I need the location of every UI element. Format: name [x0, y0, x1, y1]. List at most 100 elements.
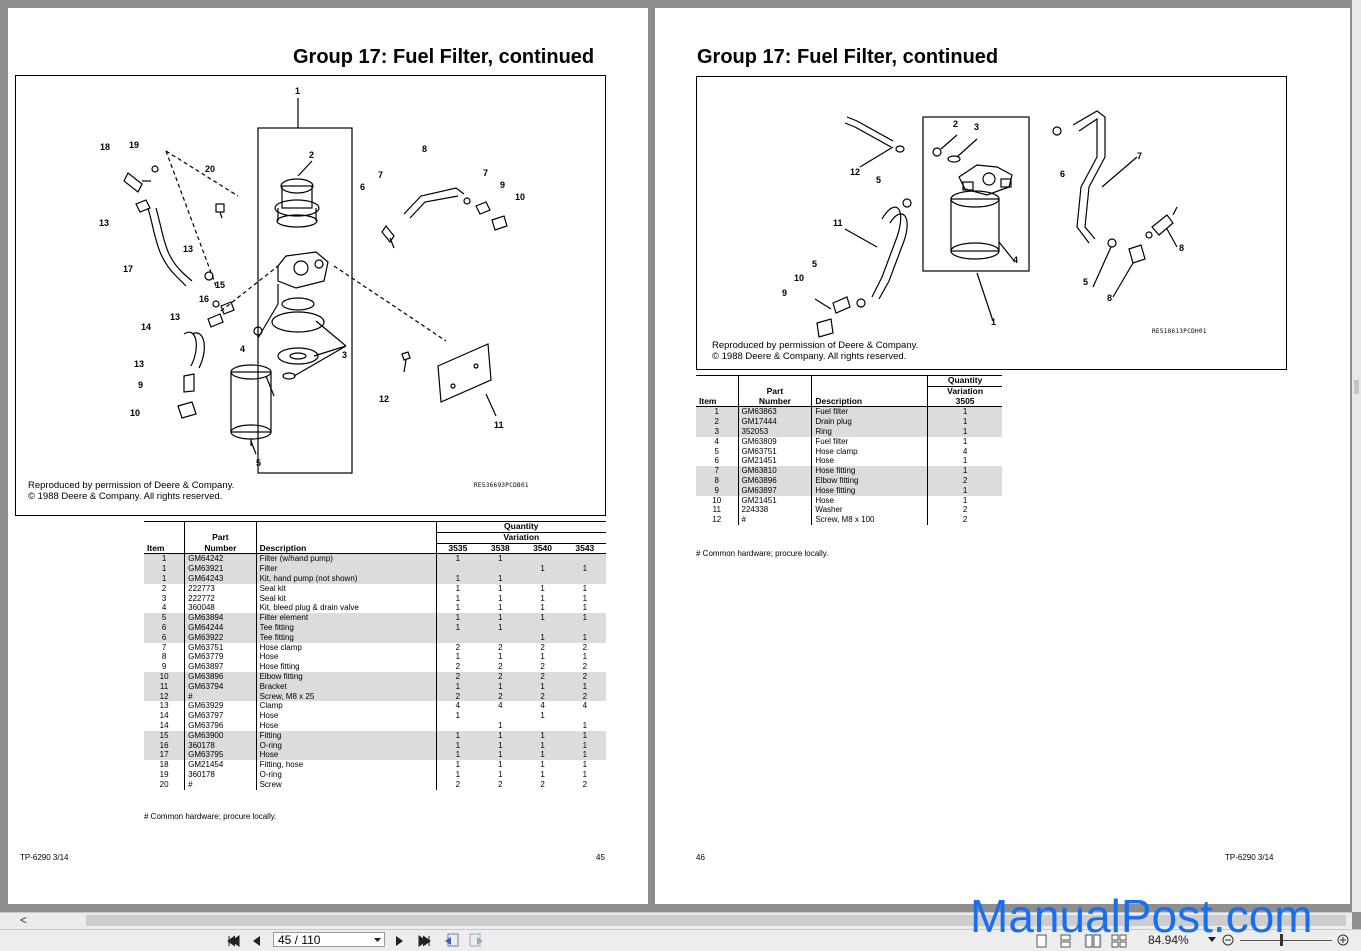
quantity-cell: 1	[521, 681, 564, 692]
item-cell: 5	[696, 446, 739, 457]
description-cell: Hose clamp	[811, 446, 929, 457]
part-number-cell: GM63922	[184, 632, 257, 643]
description-cell: Tee fitting	[256, 632, 437, 643]
zoom-slider-track[interactable]	[1240, 940, 1332, 941]
vertical-scroll-thumb[interactable]	[1354, 380, 1359, 394]
facing-pages-view-icon[interactable]	[1084, 934, 1102, 948]
quantity-cell: 1	[498, 760, 503, 770]
horizontal-scrollbar[interactable]: <	[0, 912, 1352, 929]
quantity-cell	[521, 573, 564, 584]
variation-col-header: 3540	[533, 542, 553, 553]
last-page-icon[interactable]	[417, 935, 431, 947]
callout-label: 20	[205, 164, 215, 174]
continuous-facing-view-icon[interactable]	[1110, 934, 1128, 948]
page-footer-doc: TP-6290 3/14	[1225, 853, 1274, 862]
description-cell: Hose clamp	[256, 642, 437, 653]
part-number-cell: GM63796	[184, 720, 257, 731]
callout-label: 9	[138, 380, 143, 390]
callout-label: 8	[422, 144, 427, 154]
item-cell: 19	[144, 769, 186, 780]
zoom-out-icon[interactable]	[1222, 934, 1234, 946]
callout-label: 6	[360, 182, 365, 192]
description-cell: Hose fitting	[256, 662, 437, 672]
horizontal-scroll-thumb[interactable]	[86, 915, 1346, 926]
quantity-cell: 1	[436, 681, 480, 692]
copyright-credit: Reproduced by permission of Deere & Comp…	[712, 340, 919, 362]
quantity-cell	[564, 711, 606, 721]
item-cell: 10	[144, 671, 186, 682]
single-page-view-icon[interactable]	[1036, 934, 1048, 948]
quantity-cell: 1	[455, 603, 461, 613]
quantity-cell: 2	[455, 779, 461, 789]
callout-label: 3	[974, 122, 979, 132]
callout-label: 2	[953, 119, 958, 129]
page-number-field[interactable]: 45 / 110	[273, 932, 385, 947]
callout-label: 1	[991, 317, 996, 327]
vertical-scrollbar[interactable]	[1352, 0, 1361, 912]
zoom-dropdown-icon[interactable]	[1208, 937, 1216, 943]
first-page-icon[interactable]	[227, 935, 241, 947]
quantity-cell: 1	[436, 750, 480, 761]
page-dropdown-icon[interactable]	[374, 938, 381, 943]
item-cell: 14	[144, 711, 186, 721]
quantity-cell	[479, 632, 522, 643]
item-cell: 14	[144, 720, 186, 731]
next-view-icon[interactable]	[468, 933, 484, 948]
quantity-cell: 1	[563, 632, 606, 643]
quantity-cell: 1	[455, 593, 461, 603]
zoom-level[interactable]: 84.94%	[1148, 933, 1189, 947]
next-page-icon[interactable]	[394, 935, 406, 947]
quantity-header: Quantity	[436, 521, 606, 533]
callout-label: 7	[483, 168, 488, 178]
description-cell: Hose	[256, 720, 437, 731]
zoom-in-icon[interactable]	[1337, 934, 1349, 946]
part-number-cell: GM63794	[184, 681, 257, 692]
page-number: 45	[596, 853, 605, 862]
zoom-slider-handle[interactable]	[1280, 934, 1283, 946]
quantity-cell: 1	[540, 603, 545, 613]
description-cell: Clamp	[256, 701, 437, 712]
quantity-cell	[479, 564, 522, 574]
quantity-cell: 2	[521, 671, 564, 682]
description-cell: Ring	[811, 426, 929, 437]
description-cell: Seal kit	[256, 583, 437, 594]
quantity-cell: 1	[927, 466, 1002, 476]
quantity-cell: 4	[455, 701, 461, 711]
item-cell: 17	[144, 750, 186, 761]
quantity-cell	[436, 564, 480, 574]
item-cell: 11	[144, 681, 186, 692]
document-viewport[interactable]: Group 17: Fuel Filter, continued	[0, 0, 1361, 912]
quantity-cell: 1	[479, 740, 522, 751]
page-number-value[interactable]: 45 / 110	[278, 933, 321, 947]
callout-label: 5	[1083, 277, 1088, 287]
quantity-cell: 1	[582, 603, 588, 613]
item-cell: 18	[144, 760, 186, 770]
variation-col-header: 3535	[448, 542, 468, 553]
description-cell: O-ring	[256, 740, 437, 751]
item-cell: 4	[696, 436, 739, 447]
previous-page-icon[interactable]	[250, 935, 262, 947]
description-cell: Kit, hand pump (not shown)	[256, 573, 437, 584]
parts-table: Quantity Part Variation Item Number Desc…	[696, 375, 1002, 525]
callout-label: 7	[378, 170, 383, 180]
quantity-cell: 1	[498, 720, 503, 730]
quantity-cell: 1	[962, 436, 968, 446]
description-cell: Drain plug	[811, 417, 929, 427]
quantity-cell: 2	[498, 662, 503, 672]
continuous-view-icon[interactable]	[1060, 934, 1072, 948]
quantity-cell: 2	[540, 662, 545, 672]
previous-view-icon[interactable]	[444, 933, 460, 948]
item-cell: 20	[144, 779, 186, 790]
scroll-left-arrow[interactable]: <	[20, 913, 28, 927]
page-footer-doc: TP-6290 3/14	[20, 853, 69, 862]
description-header: Description	[256, 543, 437, 554]
quantity-cell: 2	[962, 515, 968, 525]
callout-label: 8	[1179, 243, 1184, 253]
callout-label: 18	[100, 142, 110, 152]
variation-header: Variation	[947, 385, 984, 396]
